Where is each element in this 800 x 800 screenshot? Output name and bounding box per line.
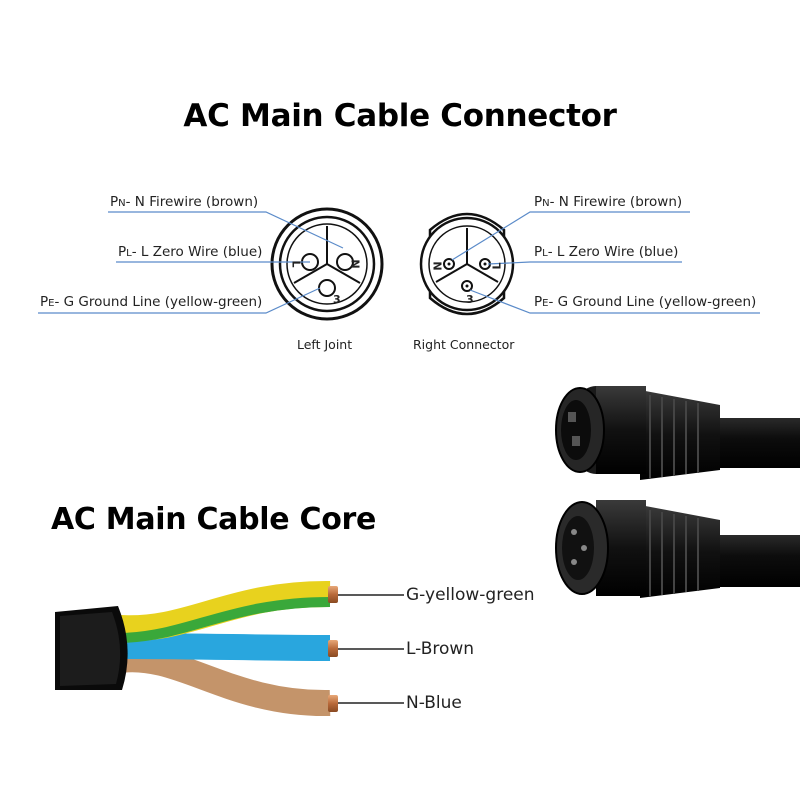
right-connector-caption: Right Connector xyxy=(413,337,515,352)
wire-label-yellow-green: G-yellow-green xyxy=(406,585,535,605)
left-label-zero-wire: PL- L Zero Wire (blue) xyxy=(118,244,263,260)
right-label-firewire: PN- N Firewire (brown) xyxy=(534,194,683,210)
right-pin-3-letter: 3 xyxy=(466,293,474,306)
left-leader-lines xyxy=(38,211,344,314)
left-label-ground-line: PE- G Ground Line (yellow-green) xyxy=(40,294,263,310)
cable-connector-photo-bottom xyxy=(555,500,800,598)
left-pin-n-letter: N xyxy=(349,259,363,269)
right-pin-n-letter: N xyxy=(430,261,444,271)
cable-core-illustration xyxy=(55,580,404,717)
left-pin-l-letter: L xyxy=(289,260,303,268)
right-pin-l-letter: L xyxy=(490,262,504,270)
left-joint-caption: Left Joint xyxy=(297,337,353,352)
right-connector-face xyxy=(419,212,515,316)
wire-label-brown: L-Brown xyxy=(406,639,475,659)
right-label-ground-line: PE- G Ground Line (yellow-green) xyxy=(534,294,757,310)
cable-connector-photo-top xyxy=(555,386,800,480)
left-label-firewire: PN- N Firewire (brown) xyxy=(110,194,259,210)
right-label-zero-wire: PL- L Zero Wire (blue) xyxy=(534,244,679,260)
cable-core-title: AC Main Cable Core xyxy=(51,502,377,537)
connector-title: AC Main Cable Connector xyxy=(183,98,617,134)
right-leader-lines xyxy=(451,211,760,314)
left-joint-face xyxy=(270,207,384,321)
wire-label-blue: N-Blue xyxy=(406,693,462,713)
left-pin-3-letter: 3 xyxy=(333,293,341,306)
